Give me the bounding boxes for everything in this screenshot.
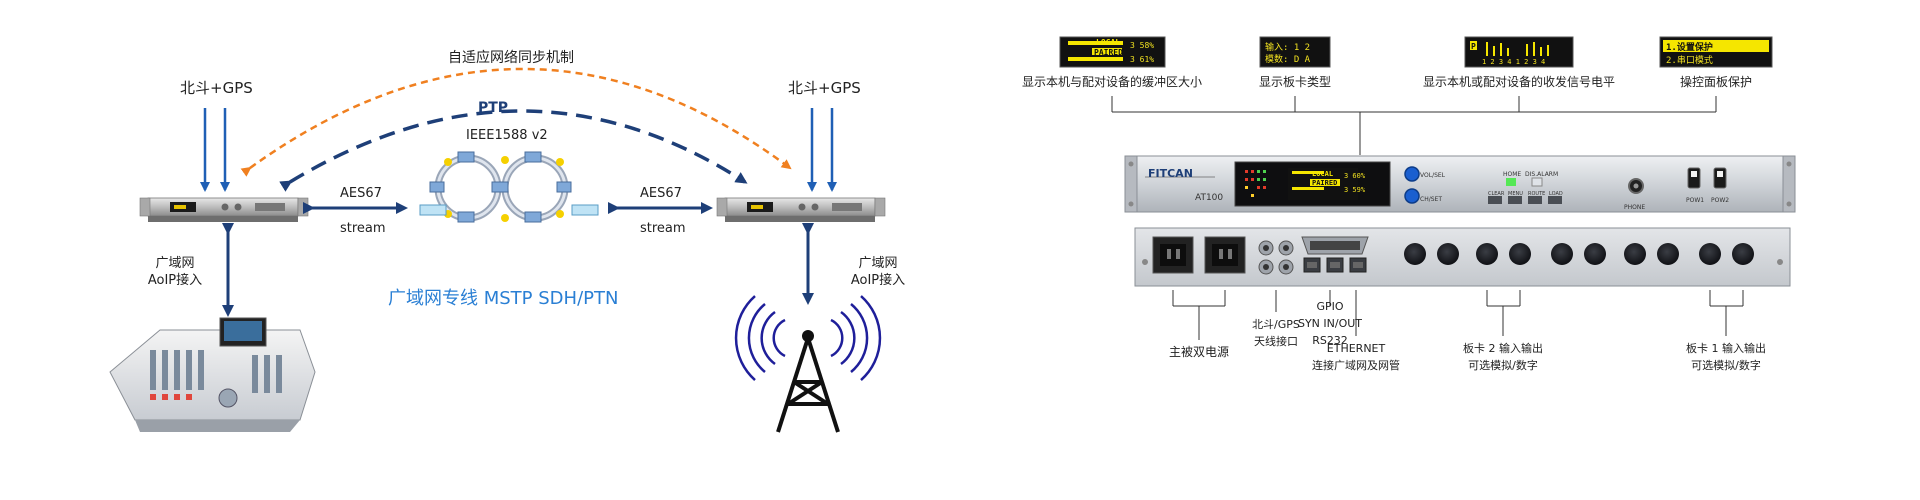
wan-label-left-line1: 广域网 [155, 256, 195, 271]
wan-label-right-line1: 广域网 [858, 256, 898, 271]
codec-unit-left [139, 197, 309, 222]
rear-panel [1134, 227, 1791, 287]
oled-screen-1: LOCAL PAIRED 3 58% 3 61% [1059, 36, 1166, 68]
caption-gnss: 北斗/GPS 天线接口 [1236, 316, 1316, 350]
wan-label-right: 广域网 AoIP接入 [838, 255, 918, 289]
oled-screen-4-line2: 2.串口模式 [1666, 54, 1713, 66]
dedicated-line-label: 广域网专线 MSTP SDH/PTN [388, 288, 619, 309]
right-diagram-graphics: LOCAL PAIRED 3 58% 3 61% 输入: 1 2 模数: D A… [1059, 36, 1796, 340]
caption-card1: 板卡 1 输入输出 可选模拟/数字 [1671, 340, 1781, 374]
sync-arc-orange [240, 67, 792, 177]
front-pow1-label: POW1 [1686, 197, 1705, 204]
sync-label: 自适应网络同步机制 [448, 50, 574, 66]
caption-gpio: GPIO SYN IN/OUT RS232 [1290, 298, 1370, 349]
caption-bracket [1111, 96, 1717, 155]
network-rings [419, 151, 599, 223]
left-diagram-graphics [109, 67, 886, 433]
front-btn-clear: CLEAR [1488, 191, 1505, 197]
front-model: AT100 [1195, 193, 1224, 203]
caption-gnss-line2: 天线接口 [1254, 335, 1298, 348]
oled-screen-1-val2: 3 61% [1130, 55, 1154, 64]
stream-label-left: stream [340, 221, 386, 236]
oled-screen-3-line2: 1 2 3 4 1 2 3 4 [1482, 58, 1545, 66]
oled-screen-4-line1: 1.设置保护 [1666, 41, 1713, 53]
oled-screen-3: P 1 2 3 4 1 2 3 4 [1464, 36, 1574, 68]
stream-label-right: stream [640, 221, 686, 236]
ptp-label: PTP [478, 100, 509, 116]
rear-caption-brackets [1172, 290, 1744, 340]
rear-xlr-connectors [1404, 243, 1754, 265]
front-dis-label: DIS.ALARM [1525, 171, 1559, 178]
oled-screen-2: 输入: 1 2 模数: D A [1259, 36, 1331, 68]
caption-card1-line1: 板卡 1 输入输出 [1686, 342, 1766, 355]
caption-ethernet: ETHERNET 连接广域网及网管 [1301, 340, 1411, 374]
caption-card-type: 显示板卡类型 [1258, 75, 1331, 89]
caption-gpio-line2: SYN IN/OUT [1297, 317, 1363, 330]
oled-screen-2-line1: 输入: 1 2 [1265, 41, 1310, 53]
caption-card1-line2: 可选模拟/数字 [1691, 359, 1761, 372]
caption-signal-level: 显示本机或配对设备的收发信号电平 [1422, 75, 1615, 89]
front-phone-label: PHONE [1624, 204, 1646, 211]
front-display-line1: LOCAL [1312, 170, 1333, 178]
oled-screen-2-line2: 模数: D A [1265, 53, 1311, 65]
wan-label-left-line2: AoIP接入 [147, 273, 203, 288]
aes67-label-left: AES67 [340, 186, 382, 201]
front-home-label: HOME [1503, 171, 1522, 178]
gnss-label-left: 北斗+GPS [180, 79, 253, 97]
caption-ethernet-line2: 连接广域网及网管 [1312, 359, 1400, 372]
front-display-val2: 3 59% [1344, 186, 1366, 194]
front-btn-menu: MENU [1508, 191, 1523, 197]
caption-ethernet-line1: ETHERNET [1326, 342, 1386, 355]
codec-unit-right [716, 197, 886, 222]
front-brand: FITCAN [1148, 167, 1193, 180]
front-knob1-label: VOL/SEL [1420, 172, 1446, 179]
radio-tower [734, 295, 882, 381]
front-display-val1: 3 60% [1344, 172, 1366, 180]
front-panel: LOCAL PAIRED 3 60% 3 59% [1124, 155, 1796, 213]
ptp-arc-navy [279, 109, 748, 192]
caption-card2: 板卡 2 输入输出 可选模拟/数字 [1448, 340, 1558, 374]
front-pow2-label: POW2 [1711, 197, 1730, 204]
caption-card2-line1: 板卡 2 输入输出 [1463, 342, 1543, 355]
caption-dual-power: 主被双电源 [1168, 345, 1229, 359]
caption-gnss-line1: 北斗/GPS [1252, 318, 1300, 331]
caption-card2-line2: 可选模拟/数字 [1468, 359, 1538, 372]
oled-screen-3-line1: P [1471, 42, 1476, 51]
oled-screen-4: 1.设置保护 2.串口模式 [1659, 36, 1773, 68]
front-knob2-label: CH/SET [1420, 196, 1442, 203]
caption-gpio-line1: GPIO [1316, 300, 1344, 313]
caption-gpio-line3: RS232 [1312, 334, 1348, 347]
front-btn-route: ROUTE [1528, 191, 1546, 197]
gnss-label-right: 北斗+GPS [788, 79, 861, 97]
aes67-label-right: AES67 [640, 186, 682, 201]
radio-tower-top [802, 330, 814, 342]
radio-tower-mast [776, 337, 840, 433]
oled-screen-1-val1: 3 58% [1130, 41, 1154, 50]
mixing-console [109, 317, 316, 432]
ieee-label: IEEE1588 v2 [466, 128, 548, 143]
caption-panel-protect: 操控面板保护 [1679, 75, 1752, 89]
front-btn-load: LOAD [1549, 191, 1563, 197]
front-display-line2: PAIRED [1312, 179, 1337, 187]
oled-screen-1-line1: LOCAL [1096, 38, 1120, 47]
oled-screen-1-line2: PAIRED [1094, 48, 1123, 57]
wan-label-right-line2: AoIP接入 [850, 273, 906, 288]
wan-label-left: 广域网 AoIP接入 [135, 255, 215, 289]
caption-buffer: 显示本机与配对设备的缓冲区大小 [1021, 75, 1202, 89]
